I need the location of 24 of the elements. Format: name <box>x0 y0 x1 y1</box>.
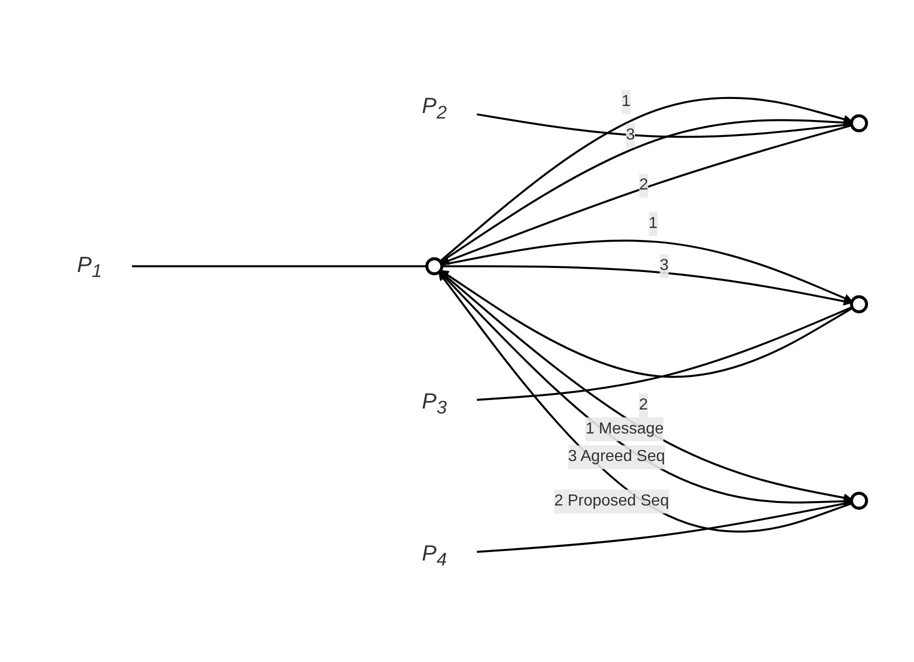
connector <box>476 113 852 138</box>
node-text: P$_{1}$ <box>77 252 102 282</box>
node-circle <box>426 257 444 276</box>
edge-label: 3 <box>626 126 636 144</box>
node-circle <box>850 295 868 314</box>
node-circle <box>850 492 868 510</box>
edge-label: 1 Message <box>586 420 664 438</box>
edge-label: 2 <box>639 176 648 194</box>
node-text: P$_{3}$ <box>422 388 448 418</box>
edge-label: 2 Proposed Seq <box>554 492 670 510</box>
node-circle <box>850 114 868 132</box>
connector <box>476 306 853 401</box>
arrow <box>442 265 852 306</box>
edge-label: 1 <box>648 214 658 232</box>
edge-label: 1 <box>622 92 631 110</box>
node-text: P$_{4}$ <box>422 540 448 570</box>
connector <box>476 501 852 553</box>
edge-label: 3 <box>660 257 669 274</box>
arrow <box>442 240 853 302</box>
arrow <box>440 270 854 378</box>
node-text: P$_{2}$ <box>422 92 448 122</box>
edge-label: 3 Agreed Seq <box>568 448 666 466</box>
connector <box>132 265 428 268</box>
edge-label: 2 <box>639 396 648 414</box>
